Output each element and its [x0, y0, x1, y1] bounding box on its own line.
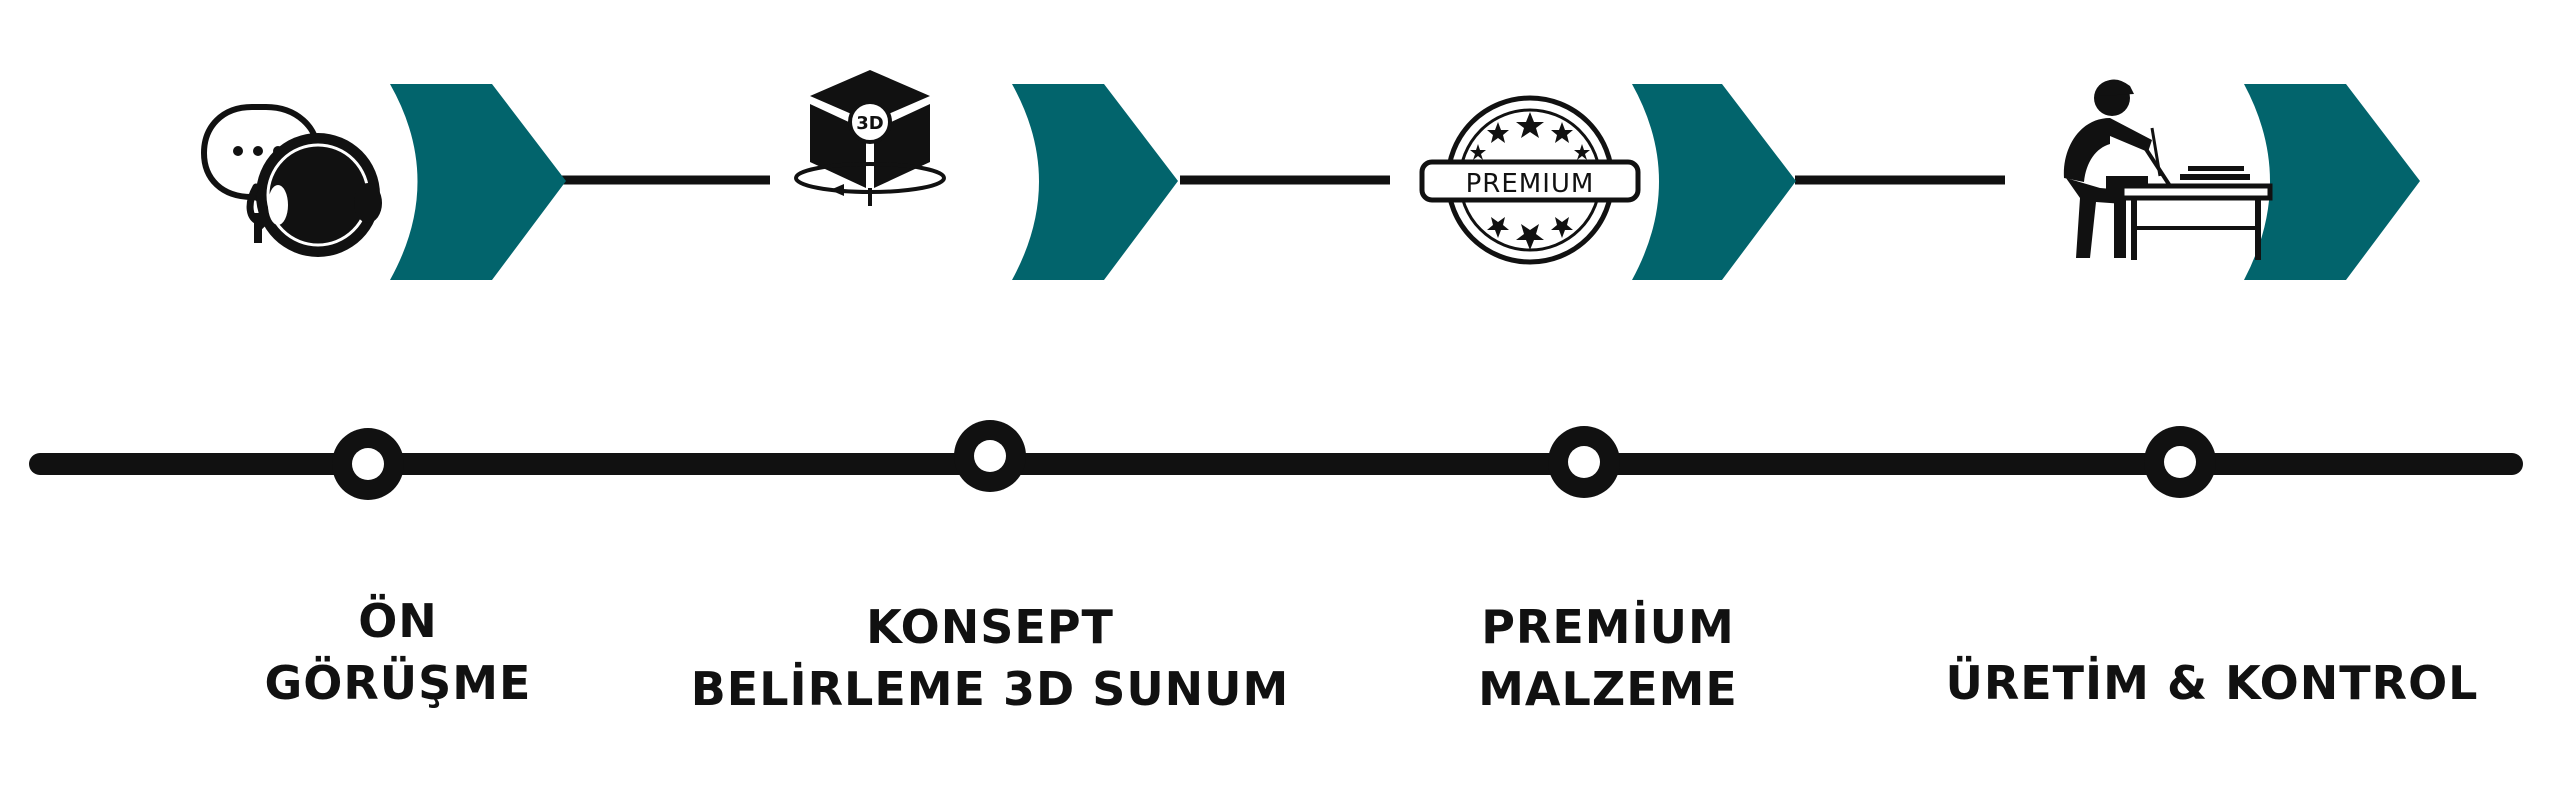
svg-text:PREMIUM: PREMIUM: [1466, 169, 1595, 199]
timeline-node-2: [954, 420, 1026, 492]
step-label-on-gorusme: ÖN GÖRÜŞME: [98, 590, 698, 714]
premium-seal-icon: PREMIUM: [1419, 95, 1641, 265]
step-label-line: ÜRETİM & KONTROL: [1945, 656, 2479, 710]
3d-box-rotate-icon: 3D: [794, 70, 946, 206]
step-label-line: BELİRLEME 3D SUNUM: [690, 662, 1290, 716]
step-label-line: MALZEME: [1478, 662, 1738, 716]
step-label-line: ÖN: [358, 594, 438, 648]
timeline-node-1: [332, 428, 404, 500]
step-label-line: PREMİUM: [1481, 600, 1735, 654]
chevron-arrow-1: [390, 84, 566, 280]
step-label-premium: PREMİUM MALZEME: [1308, 596, 1908, 720]
chevron-arrow-3: [1632, 84, 1796, 280]
timeline-node-3: [1548, 426, 1620, 498]
svg-text:3D: 3D: [856, 113, 883, 134]
consultation-headset-icon: [200, 104, 382, 257]
step-label-uretim: ÜRETİM & KONTROL: [1912, 652, 2512, 714]
craftsman-workbench-icon: [2063, 79, 2273, 260]
timeline-node-4: [2144, 426, 2216, 498]
chevron-arrow-2: [1012, 84, 1178, 280]
step-label-line: GÖRÜŞME: [264, 656, 532, 710]
step-label-line: KONSEPT: [866, 600, 1114, 654]
step-label-konsept: KONSEPT BELİRLEME 3D SUNUM: [690, 596, 1290, 720]
chevron-arrow-4: [2244, 84, 2420, 280]
